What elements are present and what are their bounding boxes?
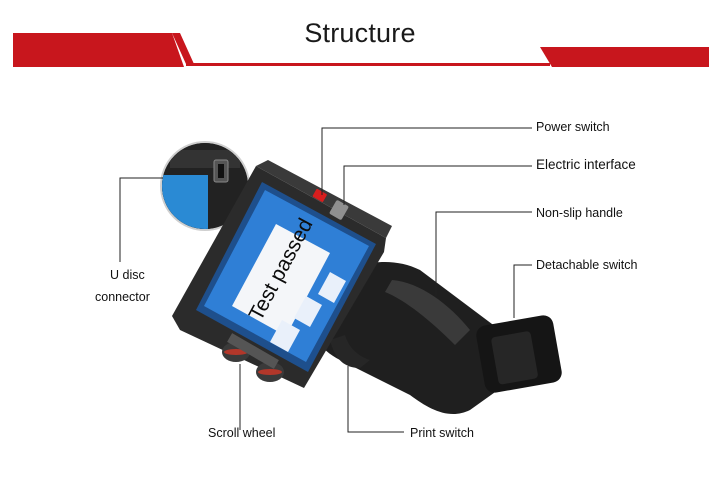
label-scroll-wheel: Scroll wheel xyxy=(208,426,276,440)
leader-power-switch xyxy=(321,127,532,195)
electric-connector xyxy=(329,200,349,220)
label-u-disc-line2: connector xyxy=(95,290,150,304)
printer-device xyxy=(172,160,562,415)
label-electric-interface: Electric interface xyxy=(536,157,636,172)
banner-underline xyxy=(186,63,550,66)
banner-right xyxy=(540,47,709,67)
usb-inset xyxy=(160,141,250,231)
leader-electric-interface xyxy=(343,165,532,205)
screen-button-b xyxy=(294,296,322,327)
label-non-slip-handle: Non-slip handle xyxy=(536,206,623,220)
handle-texture xyxy=(385,280,470,345)
screen-button-a xyxy=(270,320,300,352)
leader-lines xyxy=(119,127,532,433)
header-banner xyxy=(13,33,709,67)
label-print-switch: Print switch xyxy=(410,426,474,440)
trigger xyxy=(330,335,370,368)
banner-left xyxy=(13,33,184,67)
leader-non-slip-handle xyxy=(435,211,532,296)
screen-white-panel xyxy=(232,224,330,336)
power-button xyxy=(312,188,327,202)
battery-pack xyxy=(476,315,562,393)
screen-button-c xyxy=(318,272,346,303)
leader-detachable-switch xyxy=(513,264,532,318)
leader-print-switch xyxy=(347,366,404,433)
label-power-switch: Power switch xyxy=(536,120,610,134)
page-title: Structure xyxy=(304,18,416,48)
label-detachable-switch: Detachable switch xyxy=(536,258,638,272)
leader-u-disc xyxy=(119,177,163,262)
banner-left-thin xyxy=(172,33,194,64)
scroll-wheel-rollers xyxy=(222,333,284,382)
label-u-disc-line1: U disc xyxy=(110,268,145,282)
